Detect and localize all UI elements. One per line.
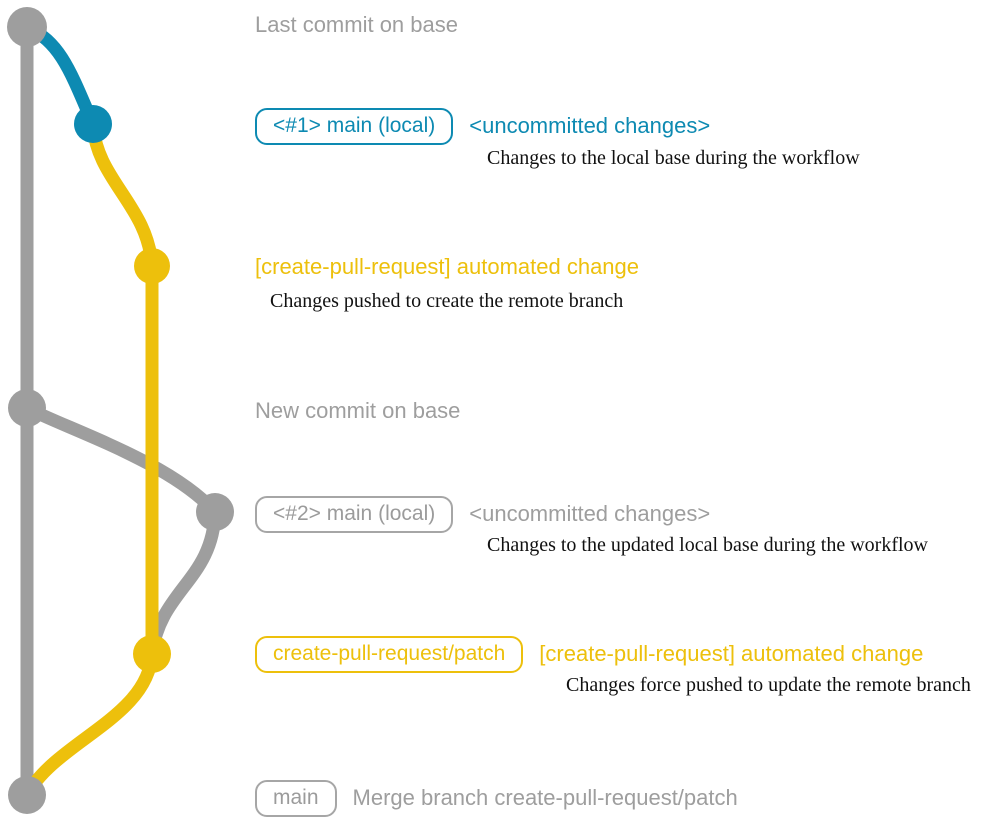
entry-merge-commit: main Merge branch create-pull-request/pa…	[255, 780, 738, 818]
node-base-last-commit[interactable]	[7, 7, 47, 47]
entry-remote-change-2: create-pull-request/patch [create-pull-r…	[255, 636, 924, 674]
headline-local-change-1: <uncommitted changes>	[469, 113, 711, 138]
node-base-merge-commit[interactable]	[8, 776, 46, 814]
headline-merge-commit: Merge branch create-pull-request/patch	[352, 785, 738, 810]
branch-pill-main[interactable]: main	[255, 780, 337, 818]
node-local-commit-1[interactable]	[74, 105, 112, 143]
node-remote-commit-1[interactable]	[134, 248, 170, 284]
headline-local-change-2: <uncommitted changes>	[469, 501, 711, 526]
remote2-to-merge-line	[20, 647, 159, 802]
entry-remote-change-1: [create-pull-request] automated change	[255, 254, 640, 279]
headline-remote-change-1: [create-pull-request] automated change	[255, 254, 640, 279]
subtext-local-change-2: Changes to the updated local base during…	[487, 534, 928, 556]
local1-to-remote1-line	[86, 117, 159, 273]
node-local-commit-2[interactable]	[196, 493, 234, 531]
branch-pill-local-1[interactable]: <#1> main (local)	[255, 108, 454, 146]
subtext-local-change-1: Changes to the local base during the wor…	[487, 147, 860, 169]
entry-local-change-1: <#1> main (local) <uncommitted changes>	[255, 108, 711, 146]
headline-remote-change-2: [create-pull-request] automated change	[539, 641, 924, 666]
section-title-new-commit-on-base: New commit on base	[255, 398, 461, 423]
subtext-remote-change-1: Changes pushed to create the remote bran…	[270, 290, 624, 312]
node-remote-commit-2[interactable]	[133, 635, 171, 673]
branch-pill-local-2[interactable]: <#2> main (local)	[255, 496, 454, 534]
section-title-last-commit-on-base: Last commit on base	[255, 12, 458, 37]
entry-local-change-2: <#2> main (local) <uncommitted changes>	[255, 496, 711, 534]
local2-to-remote2-line	[145, 505, 222, 661]
branch-pill-remote-patch[interactable]: create-pull-request/patch	[255, 636, 524, 674]
subtext-remote-change-2: Changes force pushed to update the remot…	[566, 674, 971, 696]
node-base-new-commit[interactable]	[8, 389, 46, 427]
base-to-local2-line	[20, 401, 222, 519]
